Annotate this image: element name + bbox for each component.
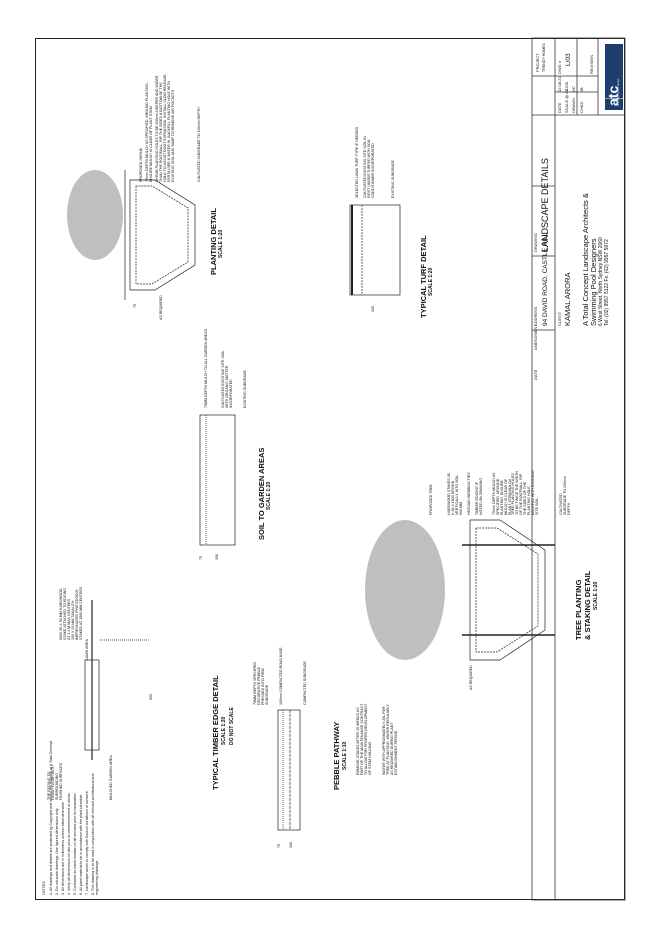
- soil-label-3: EXISTING SUBGRADE: [243, 370, 247, 408]
- planting-detail-title: PLANTING DETAIL: [209, 208, 218, 275]
- notes-item: 3. All dimensions are in millimetres unl…: [61, 801, 65, 895]
- edge-dim-1: 600: [149, 694, 153, 700]
- planting-dim-2: AS REQUIRED: [159, 295, 163, 320]
- soil-dim-2: 300: [215, 554, 219, 560]
- edge-label-3: LAWN AREA: [85, 639, 89, 660]
- soil-detail-title: SOIL TO GARDEN AREAS: [257, 447, 266, 540]
- turf-label-3: EXISTING SUBGRADE: [391, 160, 395, 198]
- tree-label-4: TIMBER EDGING IF NOTED ON DRAWING: [475, 477, 483, 515]
- edge-detail-noscale: DO NOT SCALE: [229, 707, 235, 745]
- tree-label-5: 75mm DEPTH MULCH AS SPECIFIED. AROUND PL…: [492, 472, 512, 515]
- tree-label-9: WATER WITH APPROXIMATELY 20L PER TREE AT…: [382, 704, 398, 775]
- edge-label-5: MULCHED GARDEN AREA: [109, 755, 113, 800]
- notes-item: 8. This drawing is to be read in conjunc…: [91, 773, 99, 895]
- edge-detail-title: TYPICAL TIMBER EDGE DETAIL: [211, 675, 220, 790]
- tree-dim-1: AS REQUIRED: [469, 665, 473, 690]
- tree-label-6: TREE PLANTING HOLES TO BE TWICE THE WIDT…: [511, 470, 539, 515]
- tree-label-8: REMOVE STAKES AFTER 26 WEEKS AS PART OF …: [356, 703, 372, 775]
- turf-label-1: SELECTED LAWN TURF TYPE IF NEEDED: [355, 126, 359, 198]
- tree-label-1: PROPOSED TREE: [429, 484, 433, 515]
- tree-canopy-shapes: [67, 170, 445, 660]
- soil-dim-1: 75: [199, 556, 203, 560]
- pathway-title: PEBBLE PATHWAY: [332, 721, 341, 790]
- soil-detail-scale: SCALE 1:20: [266, 481, 272, 510]
- tree-label-2: HARDWOOD STAKES 38 X 38 X 1800 DRIVEN VE…: [447, 473, 463, 515]
- planting-label-1: PROPOSED SHRUB: [139, 148, 143, 182]
- planting-label-2: 75mm DEPTH MULCH AS SPECIFIED. AROUND PL…: [145, 82, 153, 182]
- soil-label-1: 75MM DEPTH MULCH TO ALL GARDEN AREAS: [204, 328, 208, 408]
- notes-heading: NOTES: [41, 881, 46, 895]
- notes-item: 6. All plant material to be in accordanc…: [79, 793, 83, 895]
- drawing-frame: [35, 38, 625, 900]
- tree-label-7: CULTIVATED SUBGRADE TO 150mm DEPTH: [559, 475, 571, 515]
- tree-label-3: HESSIAN WEBBING TIES: [467, 472, 471, 515]
- notes-item: 5. Contractor to check location of all s…: [73, 792, 77, 895]
- pathway-label-1: 75MM DEPTH SPECIFIED DECORATIVE PEBBLE P…: [253, 661, 269, 705]
- planting-label-3: SHRUB PLANTING HOLES TO BE 200mm DEEPER …: [155, 74, 175, 182]
- edge-detail-scale: SCALE 1:20: [221, 716, 227, 745]
- edge-label-2: 150 X 25 MM TANALITH IMPREGNATED PINE ED…: [71, 586, 83, 640]
- pathway-dim-1: 75: [277, 844, 281, 848]
- pathway-label-2: 100mm COMPACTED ROAD BASE: [279, 647, 283, 705]
- notes-item: 1. All drawings and details are protecte…: [49, 740, 53, 895]
- notes-item: 4. Verify all dimensions on site prior t…: [67, 792, 71, 895]
- tree-detail-title-2: & STAKING DETAIL: [583, 570, 592, 640]
- tree-detail-scale: SCALE 1:20: [593, 581, 599, 610]
- planting-label-4: CULTIVATED SUBGRADE TO 150mm DEPTH: [197, 107, 201, 182]
- planting-detail-scale: SCALE 1:20: [218, 229, 224, 258]
- notes-item: 2. Do not scale drawings. Use figured di…: [55, 807, 59, 895]
- pathway-scale: SCALE 1:10: [342, 741, 348, 770]
- atc-logo-box: [605, 44, 623, 110]
- pathway-dim-2: 100: [289, 842, 293, 848]
- turf-label-2: CULTIVATED EXISTING SITE SOIL IN FIRST U…: [363, 136, 375, 198]
- turf-detail-scale: SCALE 1:20: [428, 267, 434, 296]
- turf-detail-title: TYPICAL TURF DETAIL: [419, 235, 428, 318]
- soil-label-2: CULTIVATED EXISTING SITE SOIL WITH ORGAN…: [221, 350, 233, 408]
- pathway-label-3: COMPACTED SUBGRADE: [303, 661, 307, 705]
- notes-item: 7. Landscape works to comply with Counci…: [85, 790, 89, 895]
- planting-pit: [129, 179, 196, 291]
- tree-detail-title: TREE PLANTING: [574, 579, 583, 640]
- turf-dim-1: 300: [371, 306, 375, 312]
- planting-dim-1: 75: [133, 304, 137, 308]
